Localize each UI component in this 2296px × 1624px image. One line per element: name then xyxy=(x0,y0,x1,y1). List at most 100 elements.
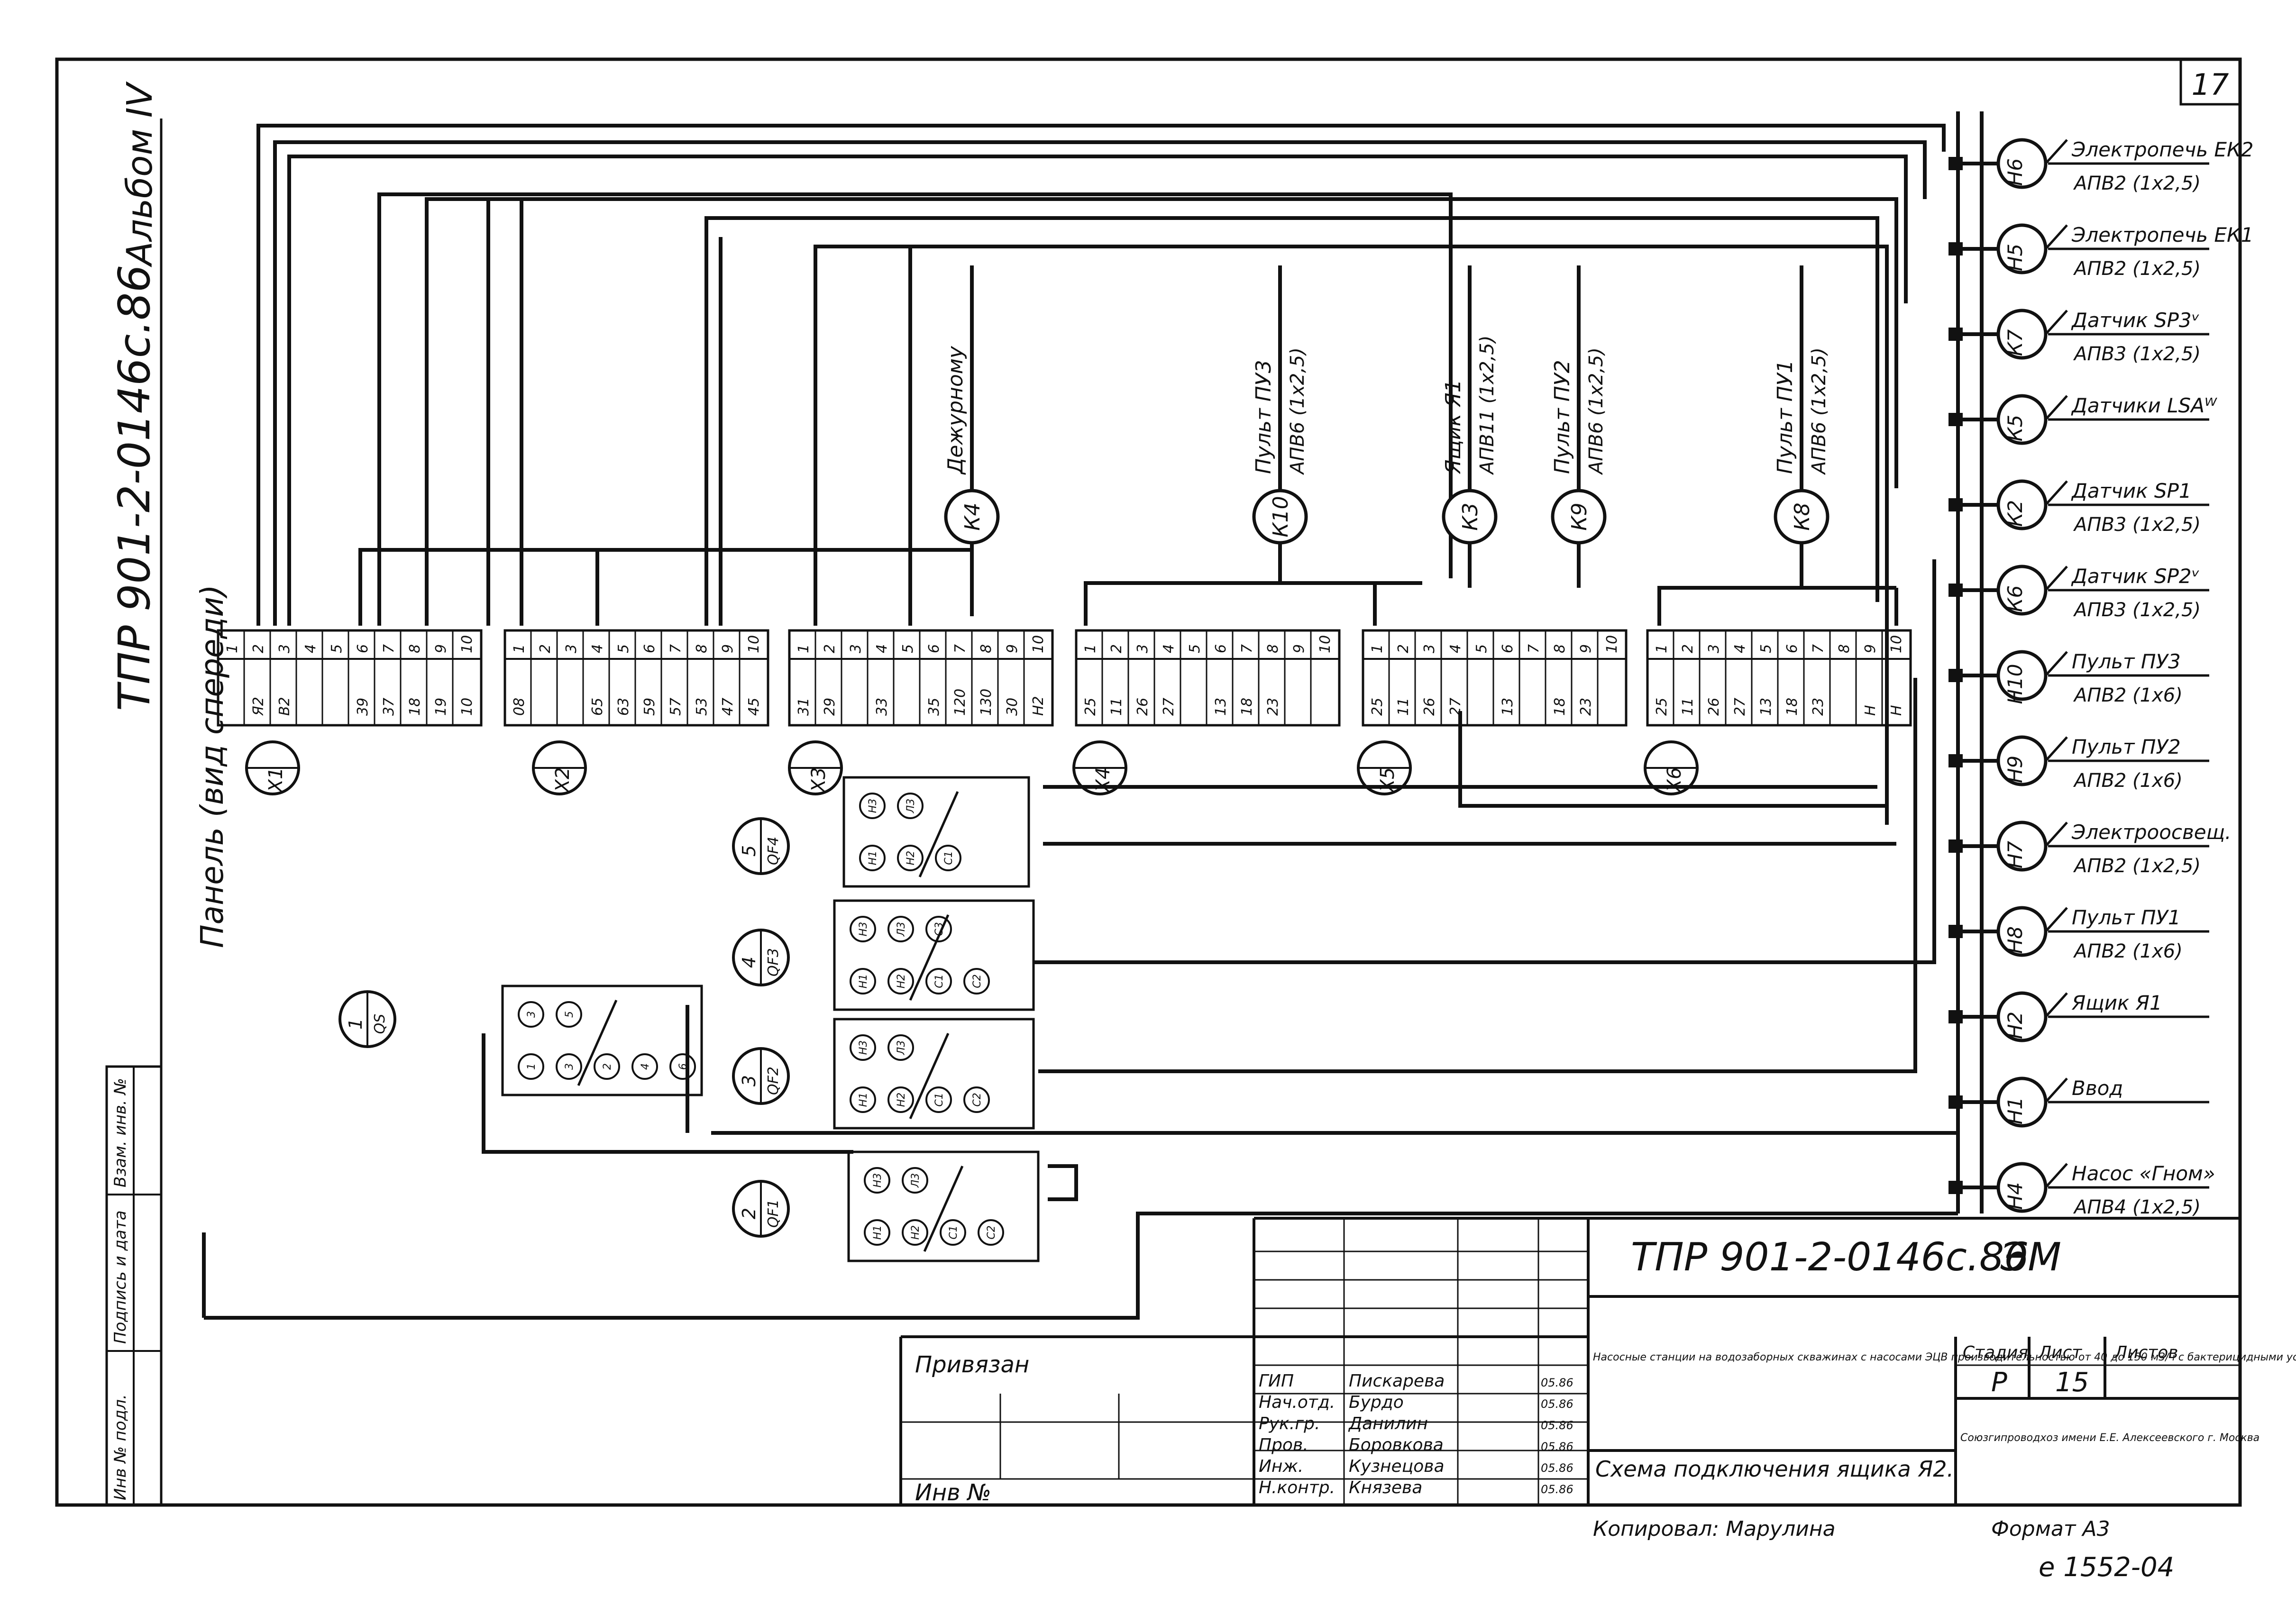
terminal-number: 4 xyxy=(874,644,890,653)
terminal-wire-mark: 18 xyxy=(1784,698,1801,716)
role-name: Н.контр. xyxy=(1259,1478,1335,1497)
terminal-number: 4 xyxy=(1447,644,1464,653)
connection-label: Пульт ПУ2 xyxy=(1550,360,1574,474)
terminal-number: 8 xyxy=(1552,644,1568,653)
terminal-wire-mark: 13 xyxy=(1213,698,1229,716)
terminal-number: 5 xyxy=(900,644,916,653)
terminal-wire-mark: 26 xyxy=(1421,698,1438,716)
breaker-id: QF2 xyxy=(765,1067,782,1095)
terminal-wire-mark: 11 xyxy=(1395,698,1412,716)
strip-replacement-inv: Взам. инв. № xyxy=(111,1078,130,1187)
inventory-label: Инв № xyxy=(915,1479,991,1506)
terminal-number: 7 xyxy=(1239,644,1255,653)
terminal-number: 5 xyxy=(1473,644,1490,653)
terminal-number: 7 xyxy=(1810,644,1827,653)
role-name: Инж. xyxy=(1259,1457,1303,1476)
terminal-wire-mark: 19 xyxy=(433,698,449,716)
connection-cable: АПВ6 (1х2,5) xyxy=(1287,347,1308,475)
terminal-wire-mark: 11 xyxy=(1108,698,1125,716)
role-date: 05.86 xyxy=(1541,1483,1573,1496)
terminal-wire-mark: 57 xyxy=(668,698,684,716)
title-mark: ЭМ xyxy=(2000,1235,2061,1280)
terminal-number: 5 xyxy=(615,644,632,653)
document-code-vertical: ТПР 901-2-0146с.86 xyxy=(109,265,160,711)
connection-cable: АПВ2 (1х6) xyxy=(2073,684,2183,706)
terminal-number: 9 xyxy=(1004,644,1021,653)
breaker-terminal: Н2 xyxy=(910,1225,922,1240)
connection-label: Ящик Я1 xyxy=(1441,379,1465,474)
terminal-number: 8 xyxy=(1836,644,1853,653)
terminal-number: 1 xyxy=(1082,644,1099,653)
breaker-terminal: Н1 xyxy=(858,974,869,989)
connection-id: К2 xyxy=(2003,500,2027,527)
terminal-block-label: Х4 xyxy=(1072,740,1127,795)
breaker-number: 1 xyxy=(345,1018,366,1030)
strip-inv-original: Инв № подл. xyxy=(111,1394,130,1500)
person-name: Боровкова xyxy=(1349,1435,1444,1455)
person-name: Данилин xyxy=(1348,1414,1428,1433)
connection-label: Пульт ПУ1 xyxy=(1773,360,1797,474)
terminal-wire-mark: 18 xyxy=(1239,698,1255,716)
terminal-wire-mark: 26 xyxy=(1134,698,1151,716)
terminal-number: 3 xyxy=(1134,644,1151,653)
terminal-number: 6 xyxy=(1213,644,1229,653)
connection-label: Дежурному xyxy=(943,346,968,475)
terminal-wire-mark: 23 xyxy=(1265,698,1281,716)
terminal-wire-mark: Н xyxy=(1888,705,1905,716)
terminal-block-id: Х4 xyxy=(1092,767,1114,794)
terminal-wire-mark: 27 xyxy=(1161,698,1177,716)
terminal-number: 7 xyxy=(952,644,969,653)
breaker-terminal: Н2 xyxy=(905,851,917,866)
terminal-wire-mark: 10 xyxy=(459,698,476,716)
role-date: 05.86 xyxy=(1541,1419,1573,1432)
terminal-wire-mark: 53 xyxy=(694,698,710,716)
terminal-number: 2 xyxy=(250,644,267,653)
terminal-number: 10 xyxy=(746,635,762,653)
terminal-wire-mark: 130 xyxy=(978,689,995,716)
role-name: Пров. xyxy=(1259,1435,1308,1455)
copied-by: Копировал: Марулина xyxy=(1593,1517,1836,1541)
person-name: Кузнецова xyxy=(1349,1457,1445,1476)
breaker-terminal: Н3 xyxy=(872,1173,884,1188)
terminal-number: 9 xyxy=(1291,644,1308,653)
breaker-terminal: Н2 xyxy=(896,974,907,989)
terminal-number: 1 xyxy=(1369,644,1386,653)
role-date: 05.86 xyxy=(1541,1397,1573,1411)
terminal-number: 8 xyxy=(694,644,710,653)
role-name: ГИП xyxy=(1259,1371,1294,1391)
terminal-wire-mark: Н2 xyxy=(1030,696,1047,716)
terminal-number: 9 xyxy=(433,644,449,653)
terminal-wire-mark: 25 xyxy=(1082,698,1099,716)
role-name: Нач.отд. xyxy=(1259,1393,1335,1412)
connection-id: К5 xyxy=(2003,415,2027,442)
terminal-number: 3 xyxy=(563,644,580,653)
stage-header: Стадия xyxy=(1963,1343,2028,1362)
connection-id: Н10 xyxy=(2003,664,2027,704)
connection-id: Н2 xyxy=(2003,1012,2027,1039)
connection-cable: АПВ3 (1х2,5) xyxy=(2073,343,2201,365)
connection-cable: АПВ6 (1х2,5) xyxy=(1585,347,1607,475)
breaker-terminal: Н2 xyxy=(896,1093,907,1107)
breaker-id: QS xyxy=(372,1014,388,1034)
breaker-terminal: Н1 xyxy=(858,1093,869,1107)
sheet-number: 17 xyxy=(2192,67,2229,102)
terminal-number: 6 xyxy=(1784,644,1801,653)
terminal-number: 2 xyxy=(537,644,554,653)
connection-cable: АПВ11 (1х2,5) xyxy=(1476,336,1498,475)
